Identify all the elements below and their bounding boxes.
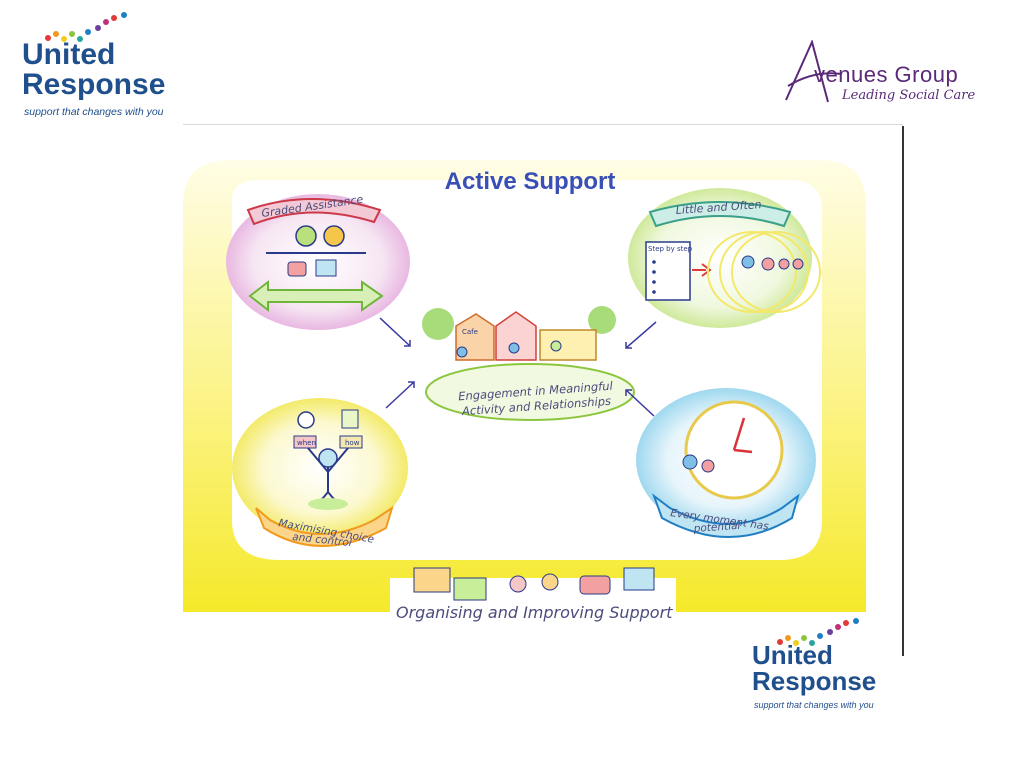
when-card: [293, 435, 317, 449]
calendar-icon: [413, 567, 451, 593]
graded-assistance-banner: [246, 198, 382, 226]
united-response-logo-bottom: United Response support that changes wit…: [752, 618, 902, 718]
bottom-label: Organising and Improving Support: [396, 603, 673, 622]
every-moment-label-line2: potential: [692, 520, 741, 535]
arrow-icon: [625, 389, 655, 417]
every-moment-section: [636, 388, 816, 538]
person-icon: [456, 346, 468, 358]
computer-icon: [623, 567, 655, 591]
avenues-a-mark-icon: [785, 40, 843, 103]
tree-icon: [588, 306, 616, 334]
tree-icon: [422, 308, 454, 340]
little-and-often-section: [628, 188, 821, 328]
speech-person-icon: [509, 575, 527, 593]
arrows: [379, 317, 657, 417]
how-card: [339, 435, 363, 449]
maximising-choice-section: [232, 398, 408, 547]
person-icon: [761, 257, 775, 271]
person-head-icon: [323, 225, 345, 247]
paper-icon: [315, 259, 337, 277]
vertical-divider: [902, 126, 904, 656]
avenues-group-logo: venues Group Leading Social Care: [784, 40, 1004, 110]
note-icon: [341, 409, 359, 429]
arrow-icon: [625, 321, 657, 349]
person-icon: [701, 459, 715, 473]
person-icon: [682, 454, 698, 470]
dots-icon: [777, 618, 859, 646]
when-label: when: [297, 439, 316, 447]
divider-line: [183, 124, 903, 125]
bottom-icons: [413, 567, 655, 601]
logo-line-response: Response: [752, 666, 877, 696]
double-arrow-icon: [248, 279, 384, 313]
person-icon: [550, 340, 562, 352]
phone-icon: [579, 575, 611, 595]
logo-line-united: United: [22, 38, 116, 71]
centre-engagement: [422, 306, 635, 421]
cafe-label: Cafe: [462, 328, 478, 336]
person-icon: [778, 258, 790, 270]
calendar-icon: [453, 577, 487, 601]
every-moment-banner: [651, 493, 800, 538]
dots-icon: [45, 12, 127, 42]
person-icon: [792, 258, 804, 270]
arrow-icon: [385, 381, 415, 409]
logo-line-response: Response: [22, 68, 166, 101]
logo-tagline: support that changes with you: [754, 700, 874, 710]
person-icon: [741, 255, 755, 269]
little-and-often-banner: [648, 201, 792, 228]
speech-person-icon: [541, 573, 559, 591]
shop-icon: [539, 329, 597, 361]
graded-assistance-section: [226, 194, 410, 330]
diagram-title: Active Support: [444, 168, 616, 195]
logo-line-united: United: [752, 640, 833, 670]
clock-small-icon: [297, 411, 315, 429]
maximising-banner: [255, 505, 394, 547]
logo-tagline: support that changes with you: [24, 106, 164, 118]
avenues-tagline: Leading Social Care: [842, 88, 976, 103]
arrow-icon: [379, 317, 411, 347]
person-head-icon: [295, 225, 317, 247]
united-response-logo-top: United Response support that changes wit…: [22, 12, 182, 122]
avenues-name: venues Group: [814, 62, 959, 87]
step-by-step-label: Step by step: [648, 245, 693, 253]
how-label: how: [345, 439, 360, 447]
house-icon: [495, 311, 537, 361]
person-icon: [508, 342, 520, 354]
phone-icon: [287, 261, 307, 277]
little-and-often-label: Little and Often: [675, 198, 762, 217]
